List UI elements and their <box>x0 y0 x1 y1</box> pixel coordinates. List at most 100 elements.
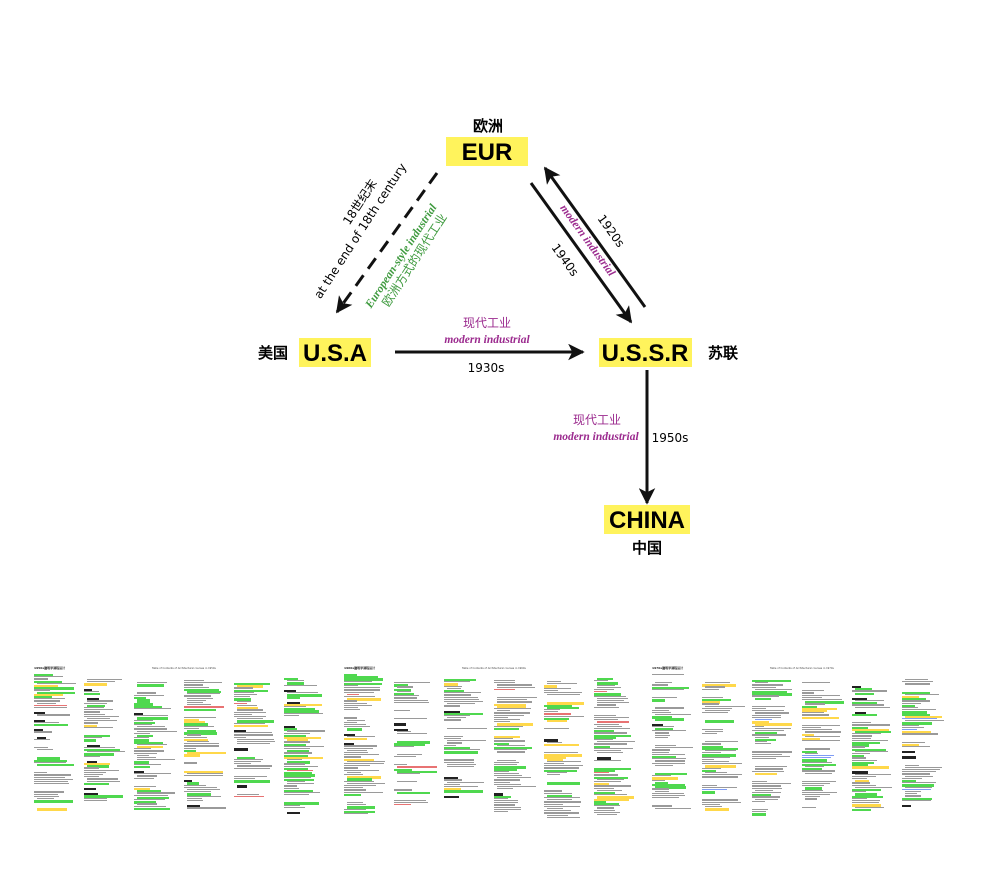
text-line <box>752 686 777 688</box>
text-line <box>805 796 821 798</box>
highlighted-line <box>802 759 827 762</box>
highlighted-line <box>184 719 199 722</box>
text-line <box>494 719 520 721</box>
text-line <box>652 709 669 711</box>
highlighted-line <box>137 701 150 704</box>
highlighted-line <box>755 772 777 776</box>
text-line <box>752 758 776 760</box>
section-marker <box>444 777 458 780</box>
text-line <box>134 805 166 807</box>
text-line <box>805 703 826 705</box>
highlighted-line <box>394 743 426 746</box>
highlighted-line <box>852 766 890 769</box>
highlighted-line <box>852 742 880 745</box>
highlighted-line <box>397 791 431 794</box>
edge-usa-ussr-year: 1930s <box>468 361 505 375</box>
text-line <box>802 712 825 714</box>
text-line <box>394 799 426 801</box>
text-line <box>755 719 772 721</box>
text-line <box>344 680 373 682</box>
text-line <box>87 751 125 753</box>
highlighted-line <box>902 780 917 783</box>
text-line <box>34 774 72 776</box>
text-line <box>902 726 924 728</box>
text-line <box>544 765 583 767</box>
text-line <box>652 730 687 732</box>
text-line <box>702 761 730 763</box>
text-line <box>137 759 175 761</box>
text-line <box>752 714 781 716</box>
text-line <box>597 704 617 706</box>
highlighted-line <box>702 745 723 748</box>
text-line <box>594 811 620 813</box>
text-line <box>752 708 767 710</box>
text-line <box>344 724 366 726</box>
highlighted-line <box>184 770 224 773</box>
highlighted-line <box>347 806 375 809</box>
text-line <box>234 691 254 693</box>
text-line <box>652 697 678 699</box>
text-line <box>494 804 515 806</box>
text-line <box>755 712 790 714</box>
highlighted-line <box>284 728 297 731</box>
highlighted-line <box>287 761 310 764</box>
highlighted-line <box>394 693 415 696</box>
text-line <box>802 729 833 731</box>
text-line <box>137 775 158 777</box>
text-line <box>594 794 627 796</box>
text-line <box>494 808 521 810</box>
text-line <box>187 800 204 802</box>
text-line <box>284 806 305 808</box>
text-line <box>184 786 217 788</box>
text-line <box>544 805 581 807</box>
text-line <box>184 775 223 777</box>
text-line <box>237 705 257 707</box>
text-line <box>444 735 464 737</box>
section-marker <box>494 793 504 796</box>
text-line <box>752 811 767 813</box>
text-line <box>852 753 871 755</box>
text-line <box>497 744 525 746</box>
text-line <box>34 776 65 778</box>
highlighted-line <box>284 802 319 805</box>
section-marker <box>37 736 46 739</box>
highlighted-line <box>597 682 618 685</box>
text-line <box>34 707 67 709</box>
highlighted-line <box>444 683 458 686</box>
text-line <box>134 724 152 726</box>
text-line <box>805 798 818 800</box>
text-line <box>494 779 521 781</box>
text-line <box>497 684 532 686</box>
text-line <box>902 709 937 711</box>
section-marker <box>394 728 409 731</box>
section-marker <box>902 751 916 754</box>
highlighted-line <box>594 792 615 795</box>
text-line <box>655 745 676 747</box>
text-line <box>544 812 579 814</box>
text-line <box>702 763 742 765</box>
text-line <box>855 773 892 775</box>
text-line <box>855 750 889 752</box>
highlighted-line <box>902 691 931 694</box>
highlighted-line <box>802 738 820 741</box>
text-line <box>394 718 427 720</box>
highlighted-line <box>284 678 298 681</box>
text-line <box>855 706 891 708</box>
node-ussr-cn-label: 苏联 <box>708 344 739 362</box>
text-line <box>652 684 668 686</box>
highlighted-line <box>655 718 684 721</box>
text-line <box>184 686 210 688</box>
highlighted-line <box>902 698 927 701</box>
highlighted-line <box>284 767 309 771</box>
text-line <box>234 716 266 718</box>
highlighted-line <box>802 763 836 767</box>
highlighted-line <box>34 680 62 683</box>
highlighted-line <box>852 728 890 732</box>
highlighted-line <box>284 734 307 738</box>
highlighted-line <box>855 688 873 691</box>
highlighted-line <box>594 734 632 737</box>
highlighted-line <box>187 793 211 796</box>
highlighted-line <box>902 731 931 734</box>
section-marker <box>87 744 100 747</box>
text-line <box>397 730 412 732</box>
